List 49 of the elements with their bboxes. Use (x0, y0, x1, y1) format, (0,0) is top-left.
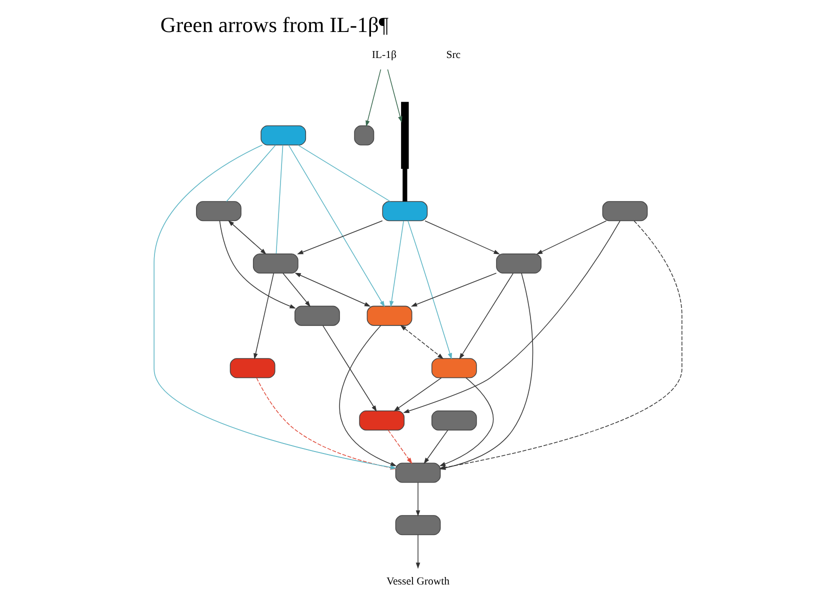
node-box (430, 358, 476, 378)
arrow (407, 220, 452, 360)
diagram-title: Green arrows from IL-1β¶ (160, 12, 388, 37)
node-box (382, 201, 428, 222)
arrow (365, 69, 381, 127)
connector (226, 144, 276, 202)
arrow (438, 377, 494, 466)
arrow (282, 272, 310, 307)
node-box (358, 410, 404, 430)
arrow (415, 482, 420, 516)
arrow (387, 430, 412, 464)
node-box (394, 515, 440, 536)
connector (402, 168, 407, 202)
node-box (394, 462, 440, 483)
arrow (218, 220, 296, 308)
arrow (294, 272, 370, 307)
node-box (260, 125, 306, 146)
connector (297, 144, 390, 202)
node-box (496, 253, 541, 274)
node-box (252, 253, 298, 274)
label: Src (446, 49, 460, 62)
arrow (423, 430, 448, 464)
arrow (415, 534, 420, 569)
arrow (410, 272, 496, 307)
arrow (386, 69, 402, 123)
arrow (458, 273, 513, 360)
arrow (338, 325, 396, 466)
arrow (228, 220, 266, 254)
node-text: Vessel Growth (386, 576, 450, 588)
node-bar (400, 102, 408, 169)
arrow (388, 220, 404, 308)
node-box (229, 358, 275, 378)
arrow (253, 273, 274, 360)
node-text: IL-1β (371, 49, 396, 62)
node-box (196, 201, 241, 222)
arrow (400, 324, 444, 360)
node-box (430, 410, 476, 430)
arrow (402, 220, 620, 414)
arrow (393, 378, 442, 412)
connector (275, 144, 283, 254)
arrow (424, 220, 500, 254)
node-box (602, 201, 648, 222)
arrow (288, 144, 384, 308)
arrow (536, 220, 606, 254)
node-box (294, 306, 340, 326)
arrow (296, 220, 382, 254)
node-box (366, 306, 412, 326)
arrow (322, 325, 376, 412)
node-box (354, 125, 374, 146)
